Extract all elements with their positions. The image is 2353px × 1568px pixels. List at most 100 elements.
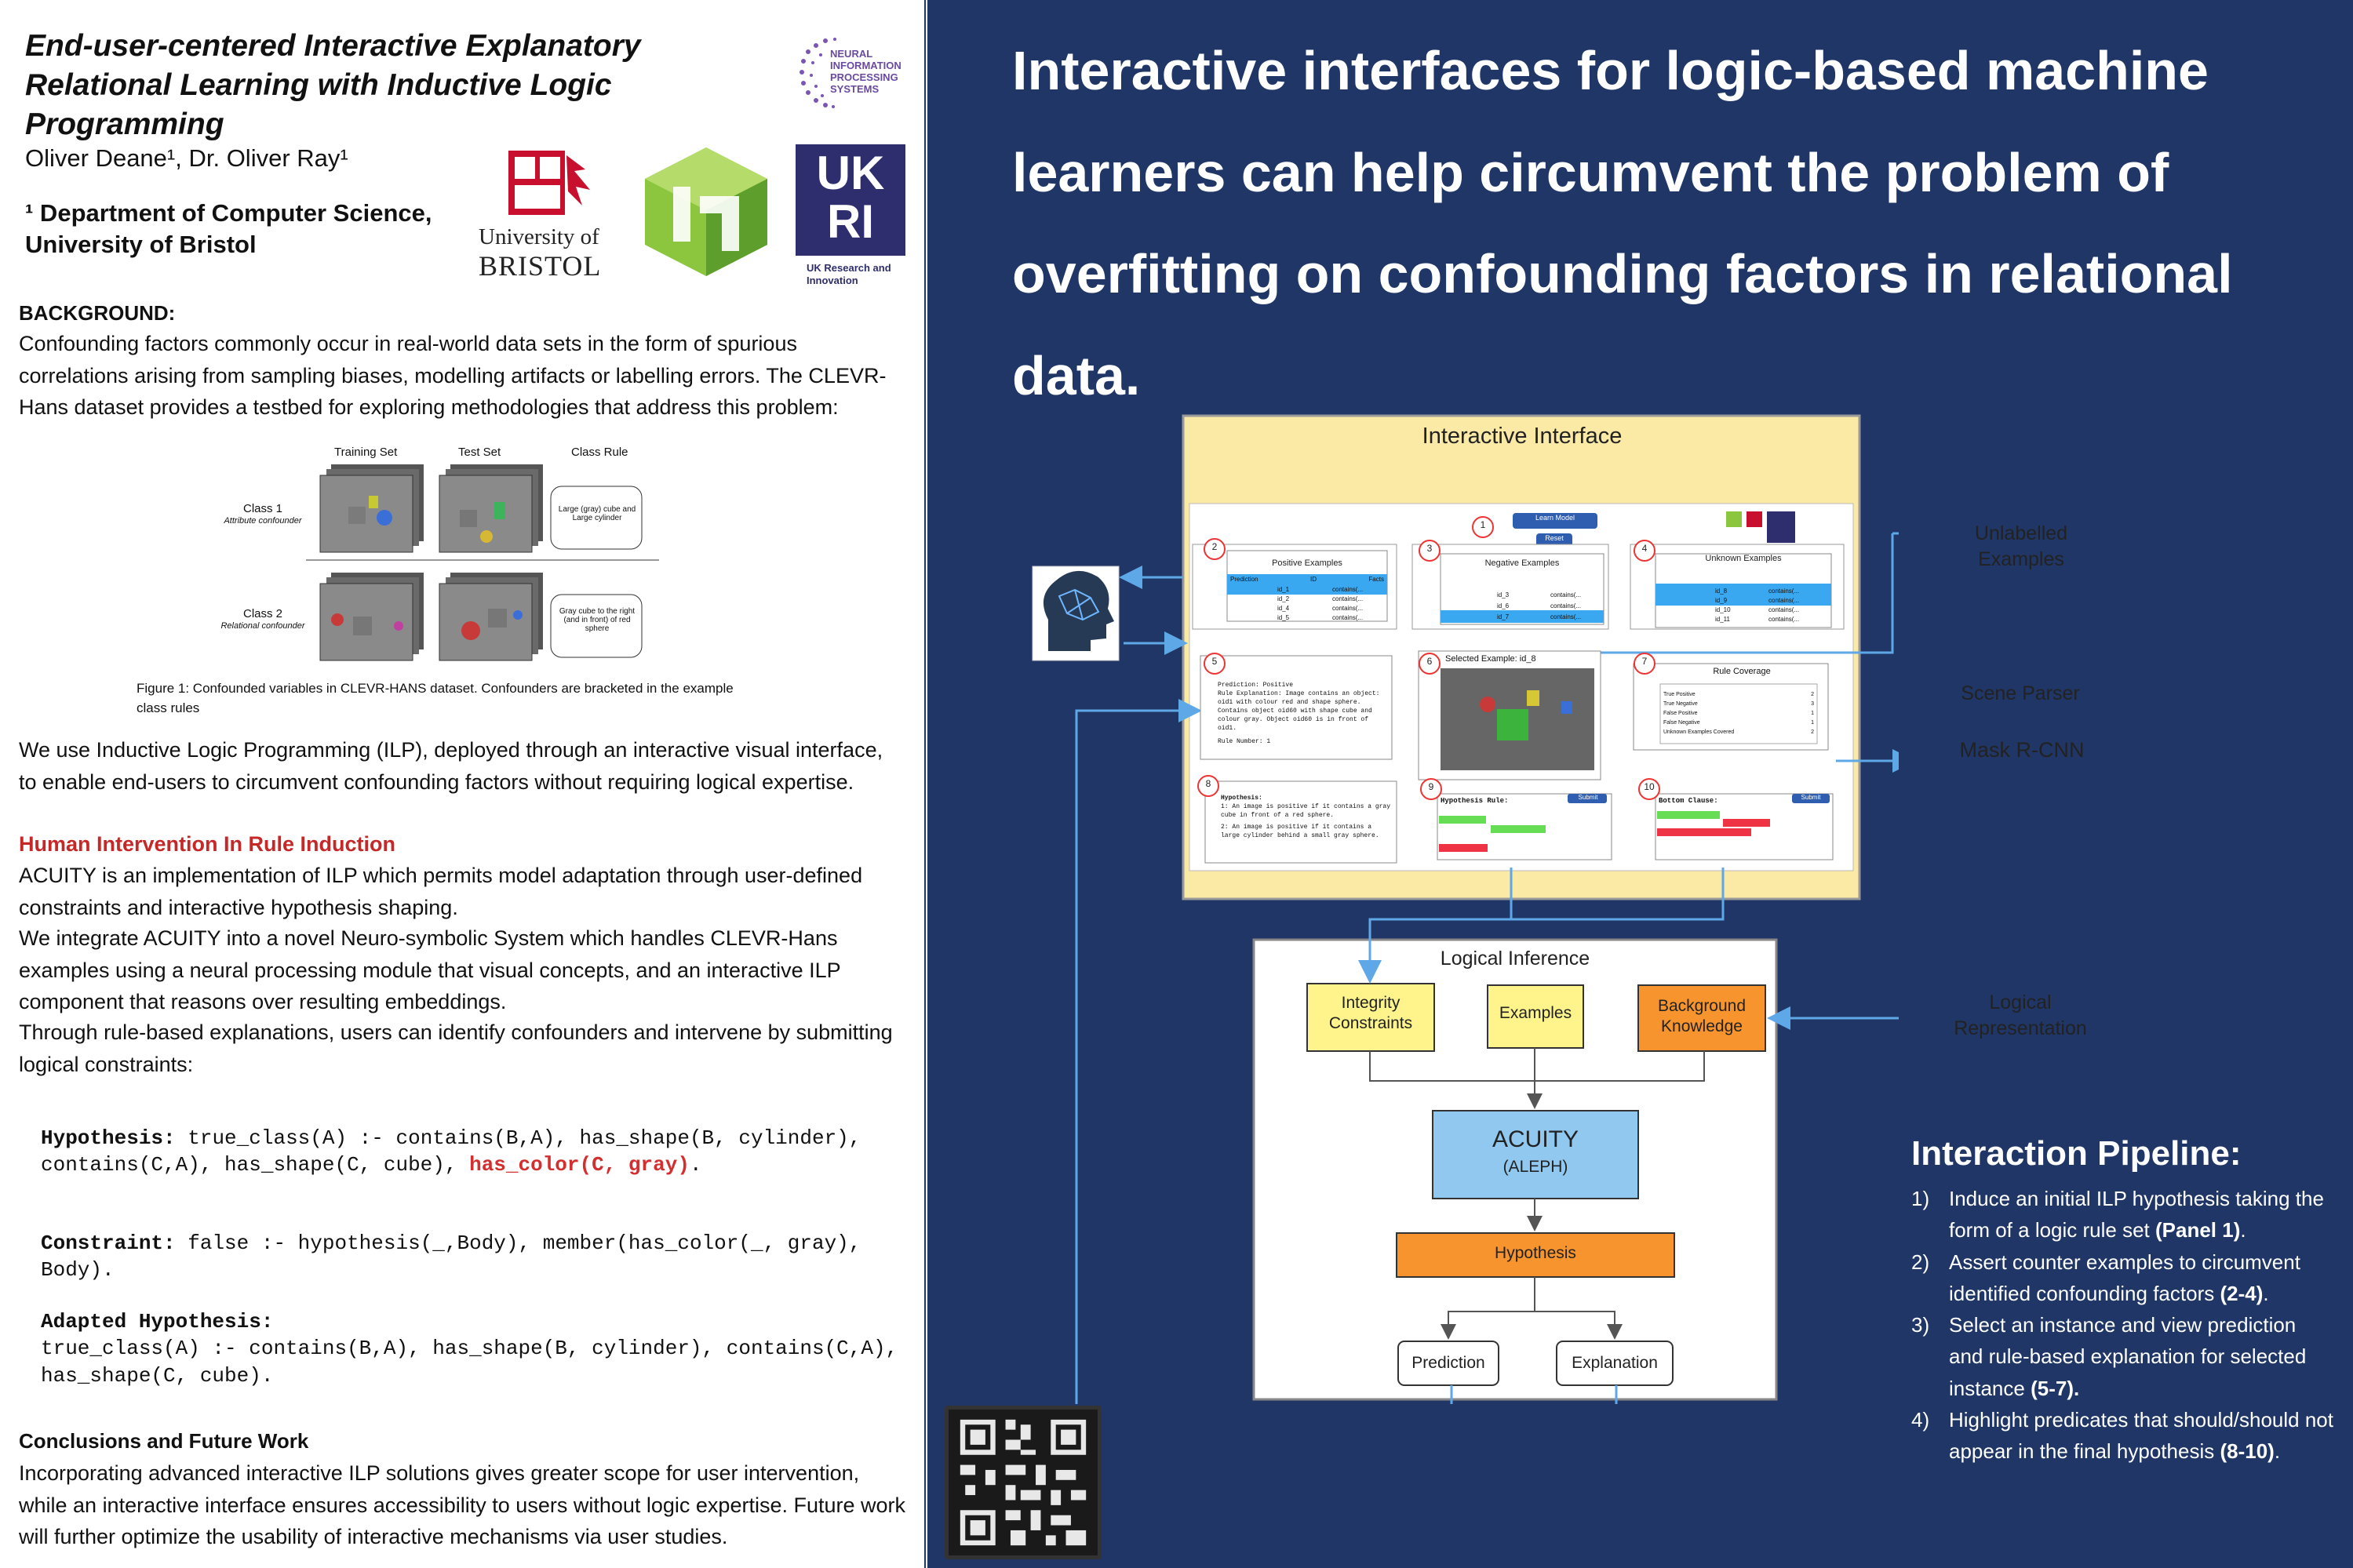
learn-model-button[interactable]: Learn Model <box>1535 514 1575 522</box>
ui-panel-2 <box>1192 538 1397 630</box>
coverage-count: 3 <box>1811 701 1814 707</box>
unk-fact: contains(... <box>1768 588 1800 595</box>
pos-th-id: ID <box>1310 576 1317 583</box>
unk-id[interactable]: id_8 <box>1715 588 1728 595</box>
coverage-count: 1 <box>1811 720 1814 726</box>
fig-class1-label: Class 1 <box>242 502 283 515</box>
pipeline-text: Select an instance and view prediction a… <box>1949 1313 2307 1400</box>
ilp-intro-text: We use Inductive Logic Programming (ILP)… <box>19 738 883 794</box>
neg-fact: contains(... <box>1550 613 1582 620</box>
fig-class1-rule: Large (gray) cube and Large cylinder <box>558 505 636 522</box>
pos-table-header: Prediction ID Facts <box>1230 576 1384 583</box>
figure-1-caption: Figure 1: Confounded variables in CLEVR-… <box>137 681 734 715</box>
fig-class2-rule: Gray cube to the right (and in front) of… <box>559 607 636 633</box>
panel10-title: Bottom Clause: <box>1659 797 1718 805</box>
coverage-row-label: False Positive <box>1663 711 1698 716</box>
unk-id[interactable]: id_9 <box>1715 597 1728 604</box>
rule-coverage-label: Rule Coverage <box>1713 667 1771 676</box>
panel-number-5: 5 <box>1211 656 1218 667</box>
pos-fact: contains(... <box>1332 586 1364 593</box>
neg-id[interactable]: id_6 <box>1497 602 1510 609</box>
unk-id[interactable]: id_10 <box>1715 606 1731 613</box>
hypothesis-label: Hypothesis <box>1495 1244 1576 1262</box>
ui-panel-3 <box>1411 540 1609 630</box>
unlabelled-examples-label: Unlabelled Examples <box>1974 522 2068 570</box>
positive-examples-label: Positive Examples <box>1272 558 1342 568</box>
ui-panel-7 <box>1633 653 1829 751</box>
panel-number-10: 10 <box>1644 781 1655 792</box>
unk-id[interactable]: id_11 <box>1715 616 1730 623</box>
code-adapt-label: Adapted Hypothesis: <box>41 1310 274 1333</box>
background-knowledge-label: Background Knowledge <box>1657 997 1747 1036</box>
pos-th-prediction: Prediction <box>1230 576 1258 583</box>
bristol-text-2: BRISTOL <box>479 250 602 282</box>
pos-id[interactable]: id_4 <box>1277 605 1290 612</box>
unknown-examples-label: Unknown Examples <box>1705 554 1782 563</box>
selected-example-label[interactable]: Selected Example: id_8 <box>1445 654 1536 664</box>
ukri-mark: UK RI <box>816 147 885 248</box>
reset-button[interactable]: Reset <box>1545 534 1564 542</box>
coverage-row-label: True Negative <box>1663 701 1698 707</box>
qr-code-icon[interactable] <box>945 1406 1102 1559</box>
unk-facts-list: contains(...contains(...contains(...cont… <box>1768 587 1799 624</box>
human-intervention-heading: Human Intervention In Rule Induction <box>19 832 396 856</box>
human-intervention-p3: Through rule-based explanations, users c… <box>19 1020 893 1076</box>
interactive-interface-label: Interactive Interface <box>1422 424 1623 449</box>
pipeline-num: 1) <box>1911 1187 1930 1210</box>
pipeline-end: . <box>2263 1281 2269 1305</box>
code-hyp-label: Hypothesis: <box>41 1126 176 1150</box>
green-cube-logo-icon <box>645 147 767 276</box>
coverage-count: 2 <box>1811 729 1814 735</box>
conclusions-heading: Conclusions and Future Work <box>19 1429 309 1453</box>
prediction-label: Prediction <box>1411 1354 1485 1372</box>
neg-id[interactable]: id_7 <box>1497 613 1510 620</box>
panel10-submit-button[interactable]: Submit <box>1801 794 1821 801</box>
human-intervention-p2: We integrate ACUITY into a novel Neuro-s… <box>19 926 841 1013</box>
panel-number-9: 9 <box>1428 781 1434 792</box>
fig-image-grid <box>306 464 659 661</box>
ui-panel-6 <box>1418 650 1601 780</box>
code-con-body: false :- hypothesis(_,Body), member(has_… <box>41 1231 873 1282</box>
authors: Oliver Deane¹, Dr. Oliver Ray¹ <box>25 144 348 172</box>
panel-number-4: 4 <box>1641 543 1648 554</box>
fig-class1-sublabel: Attribute confounder <box>224 516 302 526</box>
neurips-logo-text: NEURAL INFORMATION PROCESSING SYSTEMS <box>830 48 901 95</box>
ui-panel-9 <box>1420 778 1612 860</box>
panel5-text: Prediction: Positive Rule Explanation: I… <box>1218 681 1386 746</box>
acuity-label: ACUITY <box>1492 1126 1579 1152</box>
bristol-crest-icon <box>508 151 590 215</box>
neg-fact: contains(... <box>1550 591 1582 598</box>
integrity-constraints-label: Integrity Constraints <box>1328 994 1413 1033</box>
code-adapt-body: true_class(A) :- contains(B,A), has_shap… <box>41 1337 910 1388</box>
ukri-text: UK Research and Innovation <box>807 262 891 286</box>
neg-id[interactable]: id_3 <box>1497 591 1510 598</box>
pipeline-heading: Interaction Pipeline: <box>1911 1134 2242 1173</box>
fig-class2-label: Class 2 <box>242 607 283 620</box>
unk-fact: contains(... <box>1768 606 1800 613</box>
pos-th-facts: Facts <box>1368 576 1384 583</box>
pipeline-num: 3) <box>1911 1313 1930 1337</box>
coverage-row-label: Unknown Examples Covered <box>1663 729 1735 735</box>
system-diagram <box>1032 414 1899 1404</box>
pipeline-num: 4) <box>1911 1408 1930 1432</box>
pos-facts-list: contains(...contains(...contains(...cont… <box>1332 585 1363 623</box>
unk-id-list: id_8 id_9 id_10 id_11 <box>1715 587 1731 624</box>
pos-id-list: id_1 id_2 id_4 id_5 <box>1277 585 1289 623</box>
logical-inference-label: Logical Inference <box>1440 948 1590 970</box>
logical-representation-label: Logical Representation <box>1954 991 2087 1039</box>
panel8-rule-2: 2: An image is positive if it contains a… <box>1221 824 1379 839</box>
background-text: Confounding factors commonly occur in re… <box>19 332 887 419</box>
explanation-label: Explanation <box>1572 1354 1658 1372</box>
panel9-submit-button[interactable]: Submit <box>1578 794 1598 801</box>
pipeline-item: 2)Assert counter examples to circumvent … <box>1911 1246 2335 1310</box>
pipeline-bold: (8-10) <box>2220 1439 2275 1464</box>
panel5-explanation: Rule Explanation: Image contains an obje… <box>1218 690 1380 732</box>
pos-id[interactable]: id_2 <box>1277 595 1290 602</box>
pipeline-text: Highlight predicates that should/should … <box>1949 1408 2333 1464</box>
left-column: End-user-centered Interactive Explanator… <box>0 0 926 1568</box>
affiliation: ¹ Department of Computer Science, Univer… <box>25 199 432 259</box>
conclusions-text: Incorporating advanced interactive ILP s… <box>19 1461 906 1548</box>
pos-id[interactable]: id_1 <box>1277 586 1290 593</box>
pos-id[interactable]: id_5 <box>1277 614 1290 621</box>
pipeline-bold: (2-4) <box>2220 1281 2264 1305</box>
